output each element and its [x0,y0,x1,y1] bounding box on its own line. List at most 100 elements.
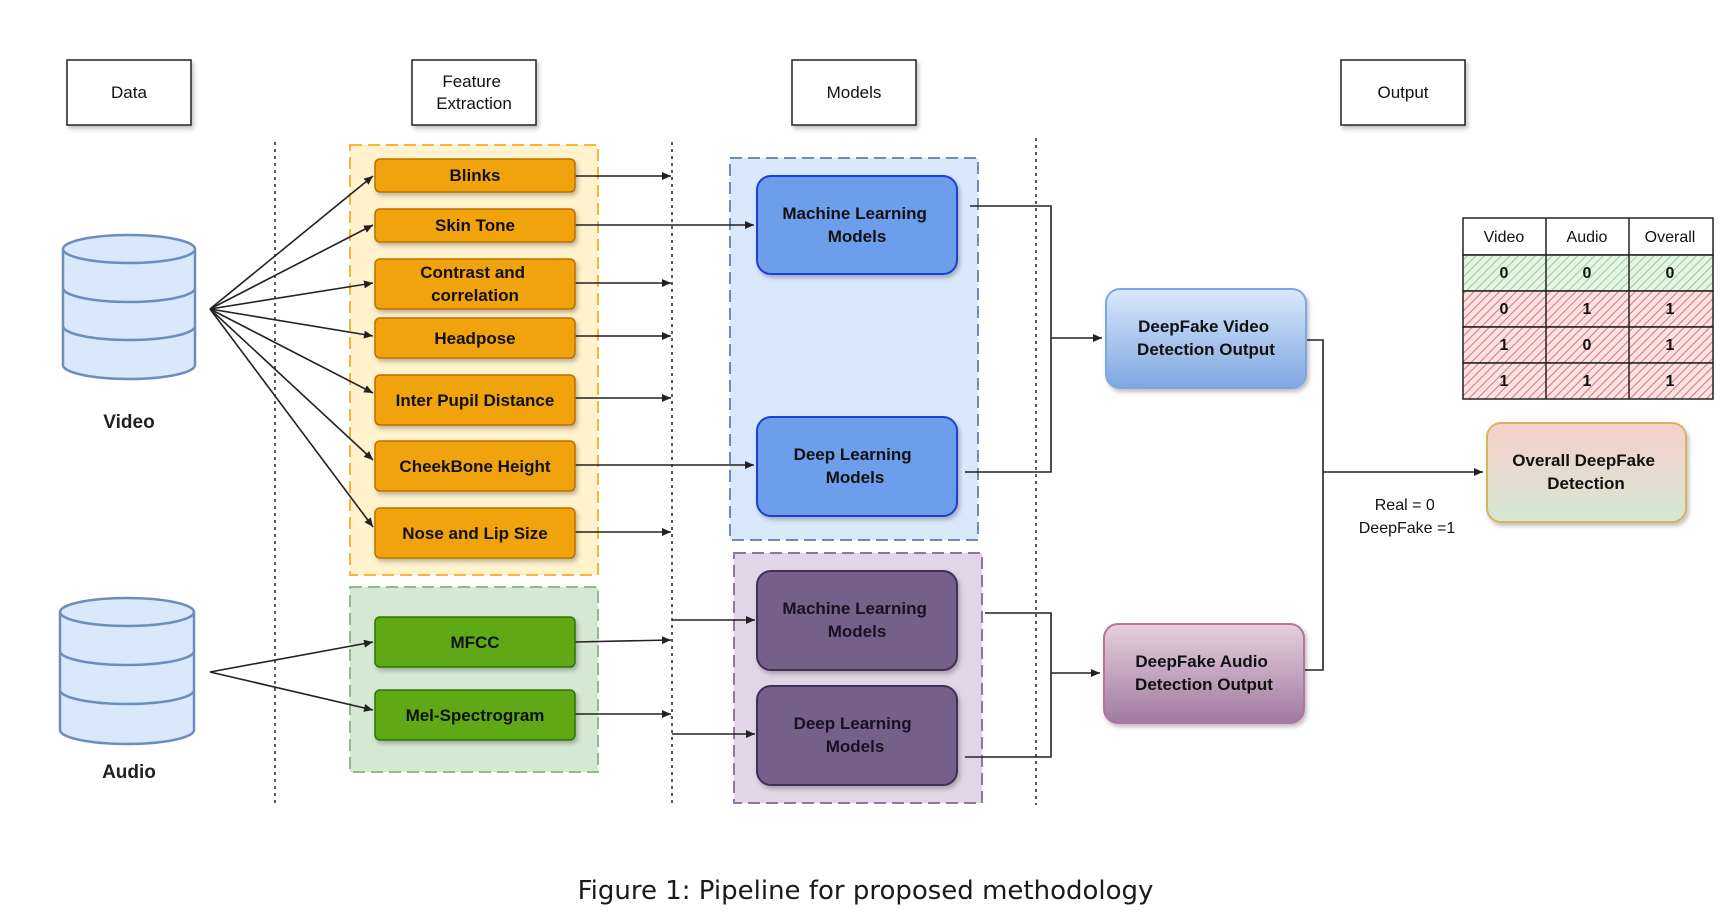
edge-outputs-merge [1302,339,1324,671]
truth-table-cell: 1 [1500,337,1509,354]
feature-contrast-label-line2: correlation [431,286,519,305]
legend-real: Real = 0 [1375,497,1435,514]
feature-mel-spectrogram: Mel-Spectrogram [374,689,576,741]
feature-nose-lip-label: Nose and Lip Size [402,524,547,543]
output-audio-label-line2: Detection Output [1135,675,1273,694]
model-video-deep-learning: Deep Learning Models [756,416,958,517]
edge-video-cheekbone [209,308,374,461]
edge-video-noselip [209,308,374,528]
model-video-dl-label-line1: Deep Learning [794,445,912,464]
feature-mfcc: MFCC [374,616,576,668]
figure-caption: Figure 1: Pipeline for proposed methodol… [577,876,1154,906]
model-audio-machine-learning: Machine Learning Models [756,570,958,671]
truth-table: Video Audio Overall 0 0 0 0 1 1 1 0 1 1 … [1462,217,1714,400]
feature-blinks-label: Blinks [449,166,500,185]
edge-audio-mel [209,671,374,712]
edge-video-ml-out [965,205,1052,473]
feature-skin-tone-label: Skin Tone [435,216,515,235]
truth-table-header-video: Video [1484,229,1525,246]
truth-table-cell: 0 [1666,265,1675,282]
header-models-label: Models [827,83,882,102]
svg-text:Deep Learning Models: Deep Learning Models [794,445,917,487]
truth-table-cell: 0 [1583,265,1592,282]
pipeline-diagram: Data Feature Extraction Models Output [58,59,1714,805]
feature-cheekbone-label: CheekBone Height [399,457,550,476]
feature-inter-pupil-distance: Inter Pupil Distance [374,374,576,426]
edge-video-headpose [209,308,374,339]
svg-text:DeepFake Video Detecti: DeepFake Video Detection Output [1137,317,1275,359]
edge-video-interpupil [209,308,374,394]
header-feature-label-line2: Extraction [436,94,512,113]
truth-table-header-row [1462,217,1714,256]
database-video-icon [61,233,197,381]
truth-table-row-2 [1462,290,1714,328]
truth-table-header-overall: Overall [1645,229,1696,246]
svg-text:DeepFake Audio Detecti: DeepFake Audio Detection Output [1135,652,1273,694]
feature-contrast-label-line1: Contrast and [420,263,525,282]
edge-video-contrast [209,280,374,310]
output-overall-detection: Overall DeepFake Detection [1486,422,1687,523]
output-audio-detection: DeepFake Audio Detection Output [1103,623,1305,724]
truth-table-cell: 1 [1583,373,1592,390]
edge-video-blinks [209,175,374,310]
feature-headpose: Headpose [374,317,576,359]
database-audio-icon [58,596,196,746]
feature-contrast-correlation: Contrast and correlation [374,258,576,310]
truth-table-cell: 1 [1666,301,1675,318]
output-video-detection: DeepFake Video Detection Output [1105,288,1307,389]
audio-feature-group [349,586,599,773]
edge-video-skintone [209,224,374,310]
truth-table-cell: 1 [1500,373,1509,390]
feature-blinks: Blinks [374,158,576,193]
svg-text:Feature Extraction: Feature Extraction [436,72,512,113]
feature-nose-lip-size: Nose and Lip Size [374,507,576,559]
model-audio-dl-label-line1: Deep Learning [794,714,912,733]
model-audio-deep-learning: Deep Learning Models [756,685,958,786]
header-feature-extraction: Feature Extraction [411,59,537,126]
svg-text:Deep Learning Models: Deep Learning Models [794,714,917,756]
model-audio-dl-label-line2: Models [826,737,885,756]
truth-table-cell: 1 [1666,337,1675,354]
header-data-label: Data [111,83,147,102]
output-overall-label-line2: Detection [1547,474,1624,493]
output-audio-label-line1: DeepFake Audio [1135,652,1268,671]
svg-text:Overall DeepFake Detec: Overall DeepFake Detection [1512,451,1659,493]
model-audio-ml-label-line1: Machine Learning [782,599,927,618]
output-video-label-line2: Detection Output [1137,340,1275,359]
header-feature-label-line1: Feature [442,72,501,91]
output-video-label-line1: DeepFake Video [1138,317,1269,336]
header-output-label: Output [1377,83,1428,102]
model-video-dl-label-line2: Models [826,468,885,487]
header-models: Models [791,59,917,126]
model-video-machine-learning: Machine Learning Models [756,175,958,275]
edge-audio-mfcc [209,639,374,673]
truth-table-cell: 0 [1500,265,1509,282]
truth-table-row-3 [1462,326,1714,364]
video-source-label: Video [103,412,154,433]
truth-table-row-1 [1462,254,1714,292]
header-data: Data [66,59,192,126]
edge-audio-ml-out [965,612,1052,758]
truth-table-row-4 [1462,362,1714,400]
connectors [209,172,1483,758]
feature-cheekbone-height: CheekBone Height [374,440,576,492]
feature-inter-pupil-label: Inter Pupil Distance [396,391,555,410]
truth-table-header-audio: Audio [1567,229,1608,246]
edge-mfcc-out [574,636,672,645]
model-audio-ml-label-line2: Models [828,622,887,641]
model-video-ml-label-line1: Machine Learning [782,204,927,223]
column-separators [274,138,1037,805]
feature-headpose-label: Headpose [434,329,515,348]
output-overall-label-line1: Overall DeepFake [1512,451,1655,470]
feature-skin-tone: Skin Tone [374,208,576,243]
model-video-ml-label-line2: Models [828,227,887,246]
truth-table-cell: 0 [1583,337,1592,354]
audio-source-label: Audio [102,762,156,783]
svg-text:Real = 0 DeepFake =1: Real = 0 DeepFake =1 [1359,497,1456,537]
svg-text:Machine Learning Model: Machine Learning Models [782,599,931,641]
legend-deepfake: DeepFake =1 [1359,520,1456,537]
truth-table-cell: 1 [1666,373,1675,390]
feature-mel-label: Mel-Spectrogram [406,706,545,725]
truth-table-cell: 0 [1500,301,1509,318]
